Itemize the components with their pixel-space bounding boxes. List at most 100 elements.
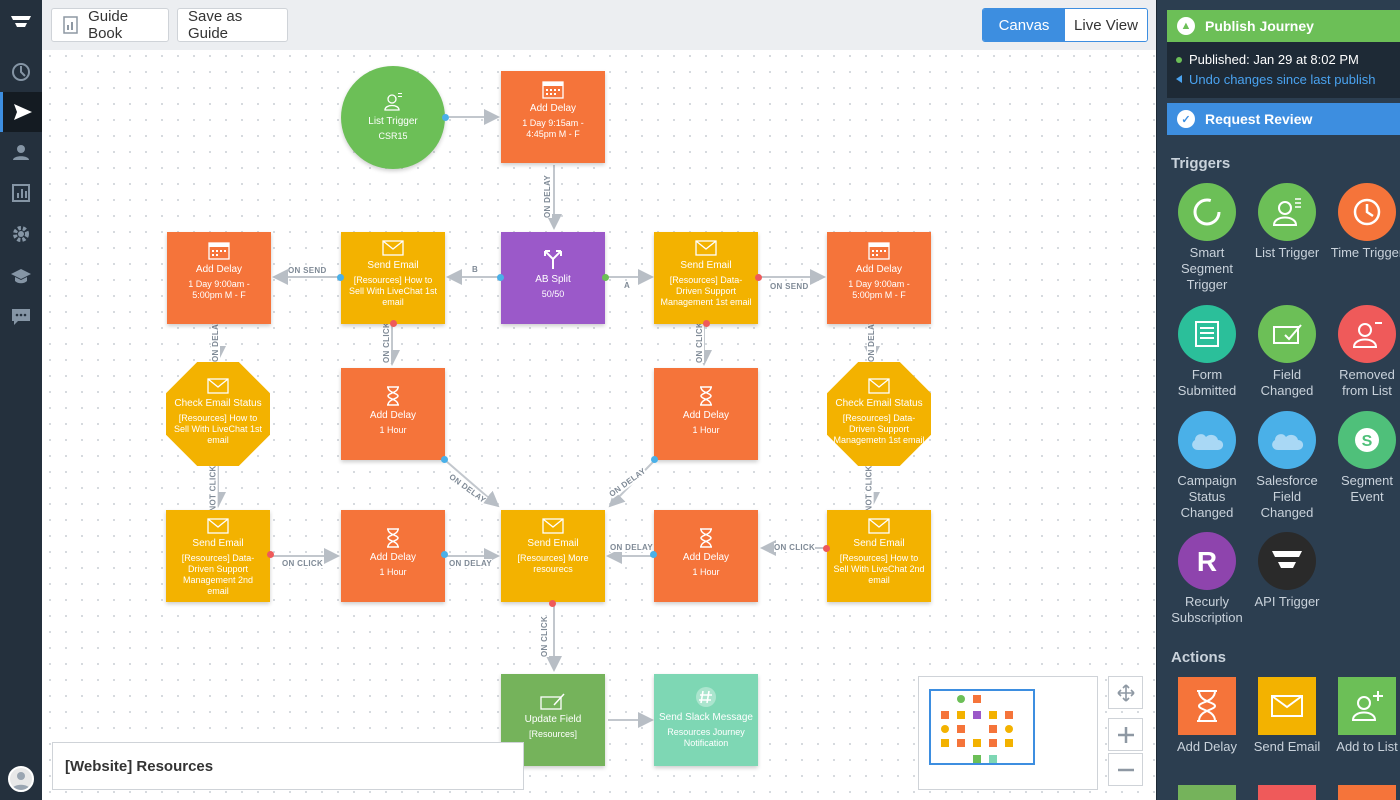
action-send-email[interactable]: Send Email (1247, 677, 1327, 755)
trigger-form-submitted[interactable]: Form Submitted (1167, 305, 1247, 399)
hourglass-icon (700, 386, 712, 406)
send-email-node[interactable]: Send Email [Resources] Data-Driven Suppo… (654, 232, 758, 324)
journey-name-field[interactable]: [Website] Resources (52, 742, 524, 790)
action-label: Add to List (1336, 739, 1398, 754)
edge-label-on-click: ON CLICK (695, 321, 705, 364)
nav-contacts-icon[interactable] (0, 132, 42, 172)
user-avatar[interactable] (8, 766, 34, 792)
salesforce-icon (1178, 411, 1236, 469)
node-subtitle: [Resources] How to Sell With LiveChat 1s… (173, 413, 263, 445)
action-add-to-list[interactable]: Add to List (1327, 677, 1400, 755)
connector-dot[interactable] (650, 551, 657, 558)
connector-dot[interactable] (823, 545, 830, 552)
hourglass-icon (387, 528, 399, 548)
minimap-node (989, 739, 997, 747)
connector-dot[interactable] (549, 600, 556, 607)
check-email-status-node[interactable]: Check Email Status [Resources] Data-Driv… (827, 362, 931, 466)
minimap-node (973, 739, 981, 747)
publish-journey-button[interactable]: ▲ Publish Journey (1167, 10, 1400, 42)
trigger-list[interactable]: List Trigger (1247, 183, 1327, 261)
trigger-segment-event[interactable]: S Segment Event (1327, 411, 1400, 505)
minimap-node (941, 725, 949, 733)
nav-dashboard-icon[interactable] (0, 52, 42, 92)
nav-reports-icon[interactable] (0, 173, 42, 213)
field-icon (540, 693, 565, 710)
request-review-button[interactable]: ✓ Request Review (1167, 103, 1400, 135)
add-delay-node[interactable]: Add Delay 1 Day 9:00am - 5:00pm M - F (827, 232, 931, 324)
node-subtitle: 50/50 (541, 289, 565, 299)
undo-changes-link[interactable]: Undo changes since last publish (1189, 72, 1376, 87)
trigger-salesforce-field-changed[interactable]: Salesforce Field Changed (1247, 411, 1327, 521)
send-email-node[interactable]: Send Email [Resources] How to Sell With … (341, 232, 445, 324)
connector-dot[interactable] (755, 274, 762, 281)
node-title: Send Email (192, 538, 244, 549)
connector-dot[interactable] (390, 320, 397, 327)
minimap-node (941, 739, 949, 747)
minimap-node (989, 755, 997, 763)
add-delay-node[interactable]: Add Delay 1 Day 9:00am - 5:00pm M - F (167, 232, 271, 324)
connector-dot[interactable] (337, 274, 344, 281)
send-email-node[interactable]: Send Email [Resources] Data-Driven Suppo… (166, 510, 270, 602)
node-subtitle: 1 Day 9:00am - 5:00pm M - F (848, 279, 910, 300)
connector-dot[interactable] (442, 114, 449, 121)
slack-icon (696, 687, 716, 707)
nav-academy-icon[interactable] (0, 256, 42, 296)
guide-book-button[interactable]: Guide Book (51, 8, 169, 42)
trigger-field-changed[interactable]: Field Changed (1247, 305, 1327, 399)
tab-live-view[interactable]: Live View (1065, 9, 1147, 41)
recurly-icon: R (1178, 532, 1236, 590)
publish-label: Publish Journey (1205, 18, 1314, 34)
add-delay-node[interactable]: Add Delay 1 Hour (341, 368, 445, 460)
list-trigger-node[interactable]: List Trigger CSR15 (341, 66, 445, 169)
zoom-out-button[interactable] (1108, 753, 1143, 786)
action-tile-partial[interactable] (1338, 785, 1396, 800)
nav-settings-icon[interactable] (0, 214, 42, 254)
ab-split-node[interactable]: AB Split 50/50 (501, 232, 605, 324)
add-delay-node[interactable]: Add Delay 1 Hour (654, 368, 758, 460)
node-subtitle: [Resources] (528, 729, 578, 739)
add-delay-node[interactable]: Add Delay 1 Hour (341, 510, 445, 602)
envelope-icon (207, 378, 229, 394)
trigger-time[interactable]: Time Trigger (1327, 183, 1400, 261)
trigger-campaign-status-changed[interactable]: Campaign Status Changed (1167, 411, 1247, 521)
calendar-icon (208, 242, 230, 260)
trigger-api[interactable]: API Trigger (1247, 532, 1327, 610)
envelope-icon (868, 378, 890, 394)
form-icon (1178, 305, 1236, 363)
trigger-recurly-subscription[interactable]: R Recurly Subscription (1167, 532, 1247, 626)
connector-dot[interactable] (441, 456, 448, 463)
send-email-node[interactable]: Send Email [Resources] More resourecs (501, 510, 605, 602)
trigger-smart-segment[interactable]: Smart Segment Trigger (1167, 183, 1247, 293)
action-tile-partial[interactable] (1258, 785, 1316, 800)
check-icon: ✓ (1177, 110, 1195, 128)
check-email-status-node[interactable]: Check Email Status [Resources] How to Se… (166, 362, 270, 466)
send-slack-message-node[interactable]: Send Slack Message Resources Journey Not… (654, 674, 758, 766)
node-subtitle: 1 Hour (379, 567, 407, 577)
remove-user-icon (1338, 305, 1396, 363)
action-add-delay[interactable]: Add Delay (1167, 677, 1247, 755)
connector-dot[interactable] (441, 551, 448, 558)
send-email-node[interactable]: Send Email [Resources] How to Sell With … (827, 510, 931, 602)
trigger-removed-from-list[interactable]: Removed from List (1327, 305, 1400, 399)
nav-chat-icon[interactable] (0, 297, 42, 337)
tab-canvas[interactable]: Canvas (983, 9, 1065, 41)
node-subtitle: CSR15 (378, 131, 408, 141)
connector-dot[interactable] (602, 274, 609, 281)
minimap[interactable] (918, 676, 1098, 790)
salesforce-icon (1258, 411, 1316, 469)
connector-dot[interactable] (703, 320, 710, 327)
action-tile-partial[interactable] (1178, 785, 1236, 800)
connector-dot[interactable] (267, 551, 274, 558)
save-as-guide-button[interactable]: Save as Guide (177, 8, 288, 42)
pan-button[interactable] (1108, 676, 1143, 709)
nav-journeys-icon[interactable] (0, 92, 42, 132)
add-delay-node[interactable]: Add Delay 1 Hour (654, 510, 758, 602)
connector-dot[interactable] (497, 274, 504, 281)
connector-dot[interactable] (651, 456, 658, 463)
zoom-in-button[interactable] (1108, 718, 1143, 751)
minimap-viewport[interactable] (929, 689, 1035, 765)
left-nav (0, 0, 42, 800)
logo-icon[interactable] (0, 0, 42, 46)
add-delay-node[interactable]: Add Delay 1 Day 9:15am - 4:45pm M - F (501, 71, 605, 163)
envelope-icon (207, 518, 229, 534)
